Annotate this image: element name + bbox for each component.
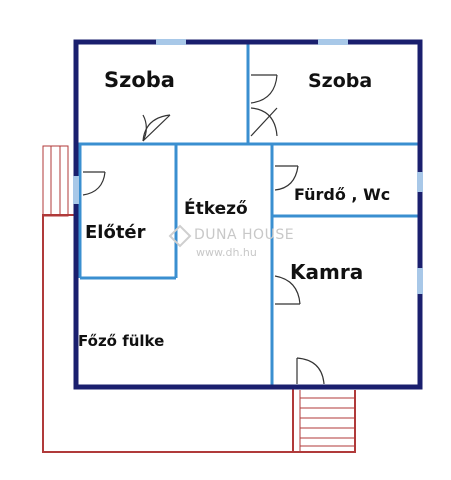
duna-house-logo bbox=[168, 224, 192, 248]
door-kamra bbox=[274, 275, 301, 305]
left-stairs bbox=[42, 145, 69, 217]
room-label-kamra: Kamra bbox=[290, 260, 364, 284]
room-label-szoba-right: Szoba bbox=[308, 70, 373, 92]
doors bbox=[82, 74, 325, 385]
room-label-fozo: Főző fülke bbox=[78, 332, 165, 350]
outer-walls bbox=[73, 39, 423, 390]
room-label-furdo: Fürdő , Wc bbox=[294, 185, 391, 204]
door-eloter bbox=[82, 171, 106, 196]
door-entrance bbox=[296, 357, 325, 385]
watermark-brand: DUNA HOUSE bbox=[194, 227, 295, 243]
terrace-outline bbox=[42, 214, 356, 453]
door-szoba-left bbox=[142, 114, 171, 142]
door-furdo bbox=[274, 165, 299, 191]
door-szoba-right bbox=[250, 74, 278, 137]
room-label-eloter: Előtér bbox=[85, 222, 146, 243]
bottom-stairs bbox=[299, 390, 355, 452]
inner-walls bbox=[76, 43, 420, 385]
room-label-etkezo: Étkező bbox=[184, 199, 248, 219]
watermark-url: www.dh.hu bbox=[196, 246, 257, 259]
windows bbox=[73, 39, 423, 294]
room-label-szoba-left: Szoba bbox=[104, 68, 175, 92]
